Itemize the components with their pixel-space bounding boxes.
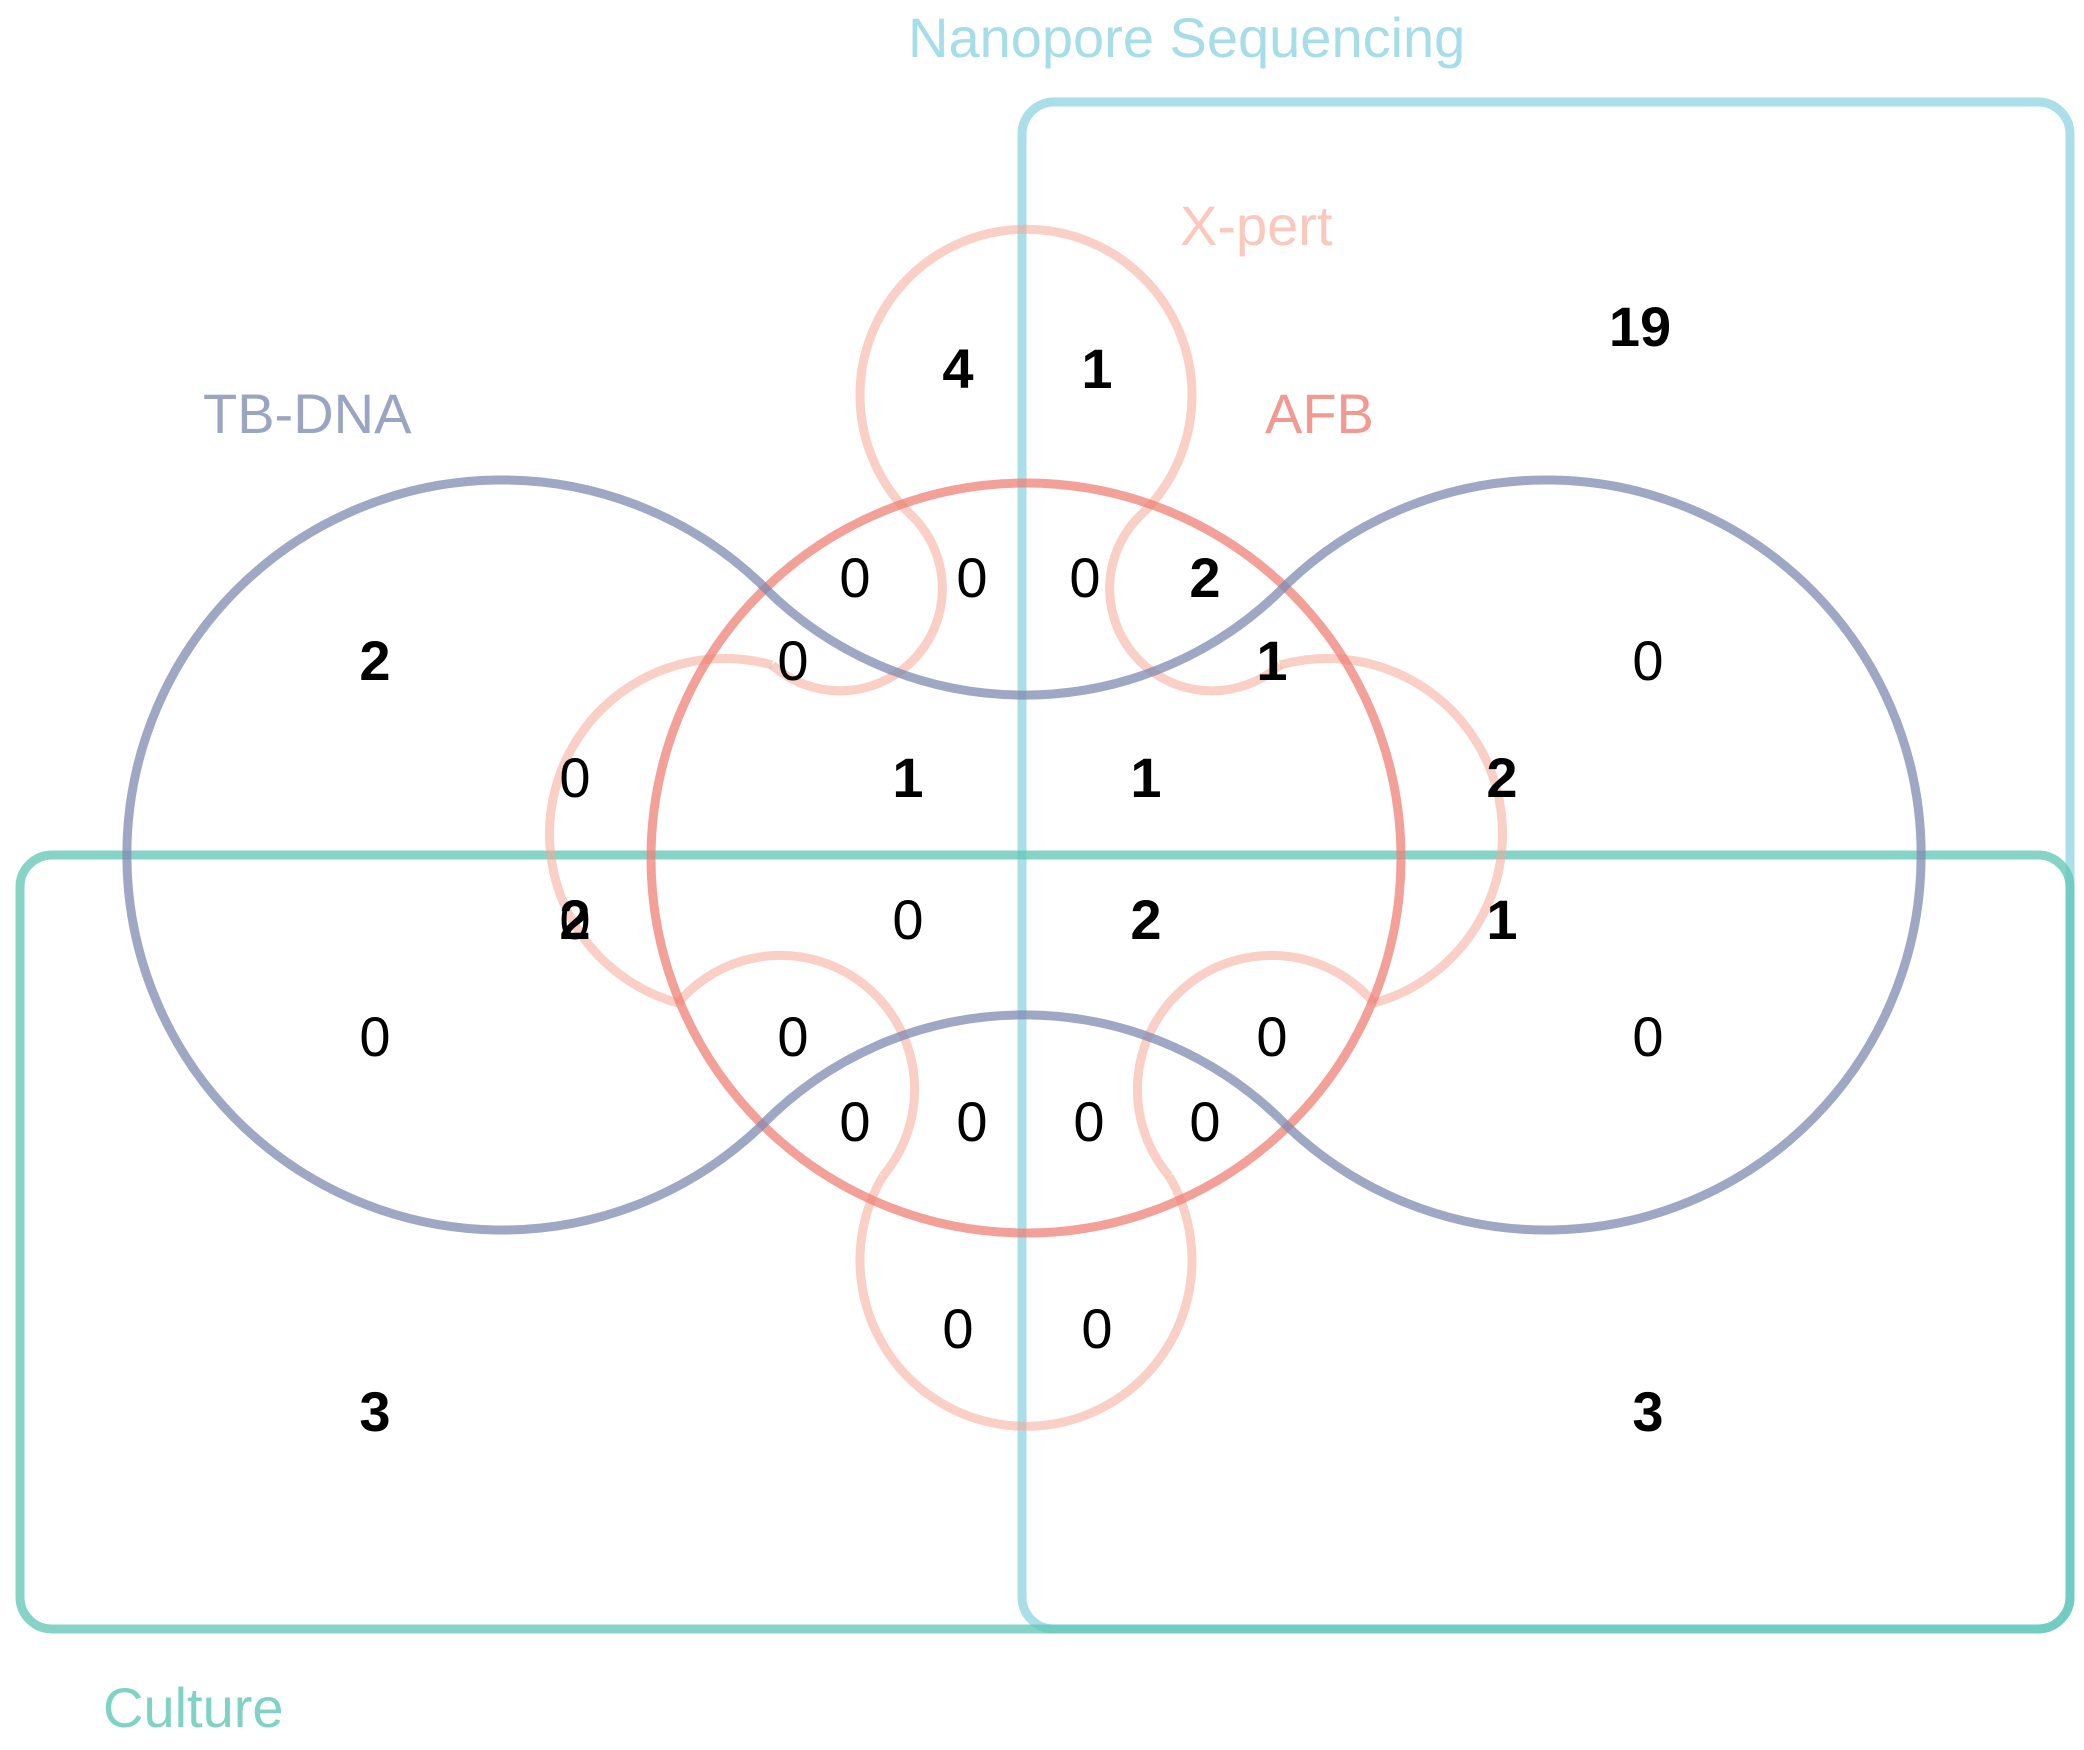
culture-set-label: Culture	[103, 1676, 284, 1739]
region-count: 0	[839, 1090, 870, 1153]
tbdna-set-outline	[122, 475, 1926, 1235]
region-count: 0	[1081, 1297, 1112, 1360]
region-count: 0	[559, 746, 590, 809]
region-count: 4	[942, 337, 973, 400]
region-count: 3	[359, 1380, 390, 1443]
region-count: 0	[1069, 546, 1100, 609]
region-count: 0	[1073, 1090, 1104, 1153]
region-count: 2	[1189, 546, 1220, 609]
region-count: 1	[1081, 337, 1112, 400]
culture-set-outline	[15, 850, 2075, 1634]
tbdna-set-label: TB-DNA	[203, 382, 412, 445]
region-count: 0	[777, 629, 808, 692]
region-count: 0	[359, 1005, 390, 1068]
region-count: 1	[892, 746, 923, 809]
region-count: 19	[1609, 295, 1671, 358]
region-count: 2	[1130, 888, 1161, 951]
region-count: 0	[956, 546, 987, 609]
region-count: 0	[559, 888, 590, 951]
region-count: 1	[1130, 746, 1161, 809]
region-count: 0	[892, 888, 923, 951]
region-count: 2	[1486, 746, 1517, 809]
region-count: 0	[777, 1005, 808, 1068]
region-count: 3	[1632, 1380, 1663, 1443]
region-count: 1	[1486, 888, 1517, 951]
xpert-set-outline	[545, 224, 1507, 1431]
xpert-set-label: X-pert	[1180, 194, 1333, 257]
region-count: 0	[1256, 1005, 1287, 1068]
region-count: 0	[956, 1090, 987, 1153]
region-count: 0	[1632, 1005, 1663, 1068]
region-count: 2	[359, 629, 390, 692]
nanopore-set-label: Nanopore Sequencing	[908, 6, 1465, 69]
region-count: 0	[942, 1297, 973, 1360]
afb-set-outline	[646, 478, 1406, 1238]
afb-set-label: AFB	[1265, 382, 1374, 445]
region-count: 0	[1632, 629, 1663, 692]
region-count: 0	[839, 546, 870, 609]
region-count: 1	[1256, 629, 1287, 692]
region-counts: 19 4 1 2 0 0 0 0 2 0 1 0 0 1 1 2 2 0 2 1…	[359, 295, 1671, 1443]
region-count: 0	[1189, 1090, 1220, 1153]
region-count: 2	[559, 888, 590, 951]
